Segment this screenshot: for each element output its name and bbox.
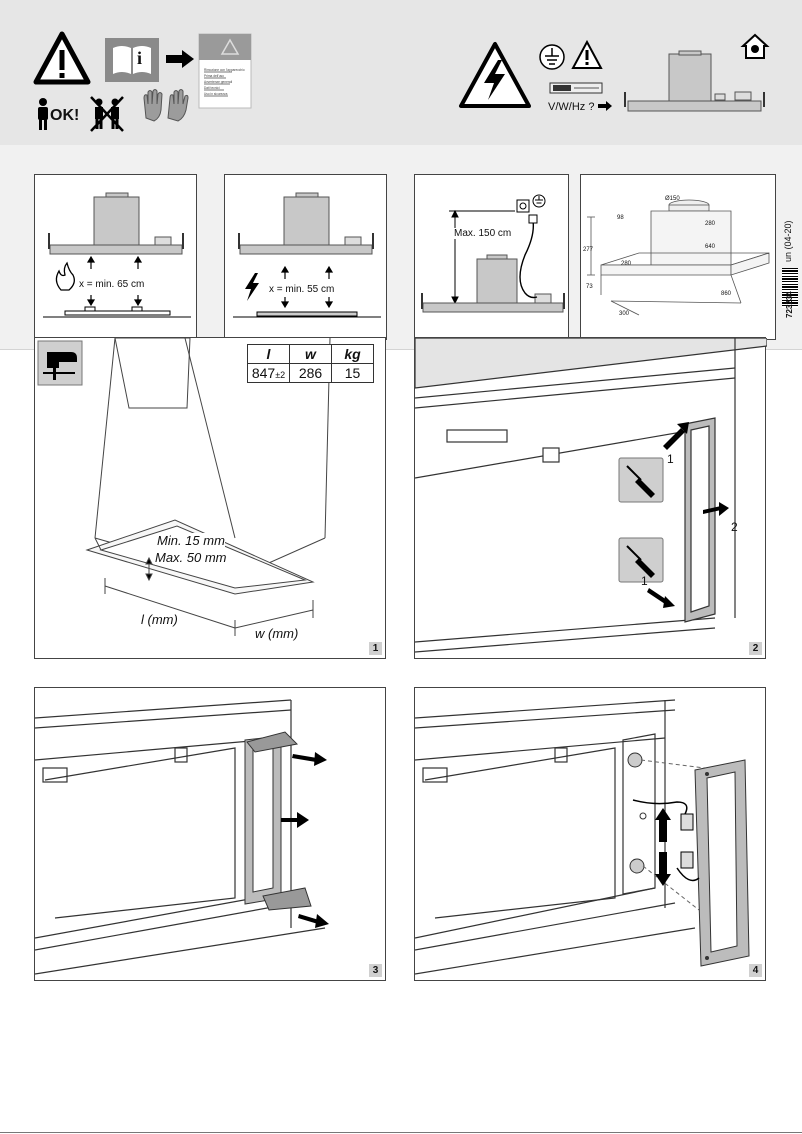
hood-diagram [48, 192, 184, 255]
cable-length-label: Max. 150 cm [452, 228, 514, 239]
dim-label: 860 [721, 291, 732, 297]
height-dimension [449, 209, 515, 305]
length-label: l (mm) [141, 612, 178, 627]
person-ok-icon [38, 98, 48, 130]
leaflet-line: Avvertenze generali [204, 80, 232, 84]
dimension-labels: Ø150 98 280 640 277 73 280 860 300 [583, 196, 732, 317]
document-number: 723234 [785, 291, 794, 318]
screwdriver-icon [618, 457, 664, 503]
dimensions-table: l w kg 847±2 286 15 [247, 344, 374, 383]
step-number-badge: 2 [749, 642, 762, 655]
dim-label: 280 [705, 221, 716, 227]
manual-info-icon [105, 38, 159, 82]
table-header-kg: kg [331, 344, 374, 364]
rating-plate-icon [549, 82, 603, 94]
arrow-right-icon [166, 50, 194, 68]
light-strip [244, 731, 312, 911]
callout-1-top: 1 [667, 452, 674, 466]
step-4-panel: 4 [414, 687, 766, 981]
table-cell-w: 286 [289, 363, 332, 383]
dim-label: 73 [586, 284, 593, 290]
mounting-pins [627, 752, 647, 874]
cable-length-panel: Max. 150 cm [414, 174, 569, 340]
ok-label: OK! [50, 107, 80, 124]
wire-connector [632, 799, 700, 882]
screwdriver-icon [618, 537, 664, 583]
electric-shock-icon [459, 42, 531, 108]
info-glyph: i [137, 48, 143, 68]
table-cell-kg: 15 [331, 363, 374, 383]
arrows [281, 752, 329, 928]
jigsaw-icon [37, 340, 83, 386]
max-gap-label: Max. 50 mm [155, 550, 227, 565]
barcode-image [782, 268, 798, 308]
hood-diagram [238, 192, 374, 255]
vertical-double-arrow [655, 808, 671, 886]
distance-arrows [86, 255, 143, 307]
distance-arrows [280, 265, 334, 309]
hood-diagram [421, 254, 565, 313]
table-tolerance: ±2 [275, 370, 286, 380]
electric-hob [233, 311, 381, 318]
callout-1-bottom: 1 [641, 574, 648, 588]
leaflet-line: Rimozione con l'apparecchio [204, 68, 245, 72]
dimension-drawing-panel: Ø150 98 280 640 277 73 280 860 300 [580, 174, 776, 340]
lightning-icon [245, 273, 259, 301]
light-panel [694, 759, 750, 967]
isometric-hood [587, 199, 770, 316]
step-number-badge: 4 [749, 964, 762, 977]
table-header-w: w [289, 344, 332, 364]
hood-product-illustration [624, 50, 765, 112]
power-cable [519, 214, 538, 299]
warning-small-icon [571, 39, 603, 69]
dim-label: 277 [583, 247, 594, 253]
gas-hob [43, 306, 191, 318]
leaflet-line: Uso in sicurezza [204, 92, 228, 96]
guide-lines [640, 759, 706, 911]
gas-distance-panel: x = min. 65 cm [34, 174, 197, 340]
dim-label: 98 [617, 215, 624, 221]
leaflet-line: Dati tecnici [204, 86, 220, 90]
step-number-badge: 1 [369, 642, 382, 655]
socket-icon [516, 194, 546, 213]
table-value-l: 847 [251, 365, 276, 381]
callout-2: 2 [731, 520, 738, 534]
width-label: w (mm) [255, 626, 299, 641]
arrows [647, 422, 729, 608]
bottom-rule [0, 1132, 802, 1133]
house-icon [740, 33, 770, 59]
flame-icon [55, 261, 75, 291]
step-1-panel: l w kg 847±2 286 15 Min. 15 mm Max. 50 m… [34, 337, 386, 659]
gloves-icon [143, 89, 189, 122]
hood-frame-illustration [415, 338, 767, 653]
table-header-l: l [247, 344, 290, 364]
arrow-right-small-icon [598, 101, 612, 111]
step-number-badge: 3 [369, 964, 382, 977]
leaflet-line: Prima dell'uso [204, 74, 224, 78]
revision-label: un (04-20) [783, 220, 793, 262]
step-2-panel: 1 2 1 2 [414, 337, 767, 659]
hood-frame-illustration [415, 699, 696, 975]
step-3-panel: 3 [34, 687, 386, 981]
dim-label: 640 [705, 244, 716, 250]
gas-distance-label: x = min. 65 cm [79, 279, 145, 290]
electric-distance-panel: x = min. 55 cm [224, 174, 387, 340]
dim-label: 280 [621, 261, 632, 267]
min-gap-label: Min. 15 mm [157, 533, 225, 548]
hood-frame-illustration [35, 699, 326, 975]
warning-triangle-icon [33, 31, 91, 85]
ground-symbol-icon [539, 44, 565, 70]
two-persons-crossed-icon [90, 96, 124, 132]
dim-label: 300 [619, 311, 630, 317]
table-cell-l: 847±2 [247, 363, 290, 383]
voltage-label: V/W/Hz ? [548, 101, 594, 113]
dim-label: Ø150 [665, 196, 680, 202]
electric-distance-label: x = min. 55 cm [269, 284, 335, 295]
